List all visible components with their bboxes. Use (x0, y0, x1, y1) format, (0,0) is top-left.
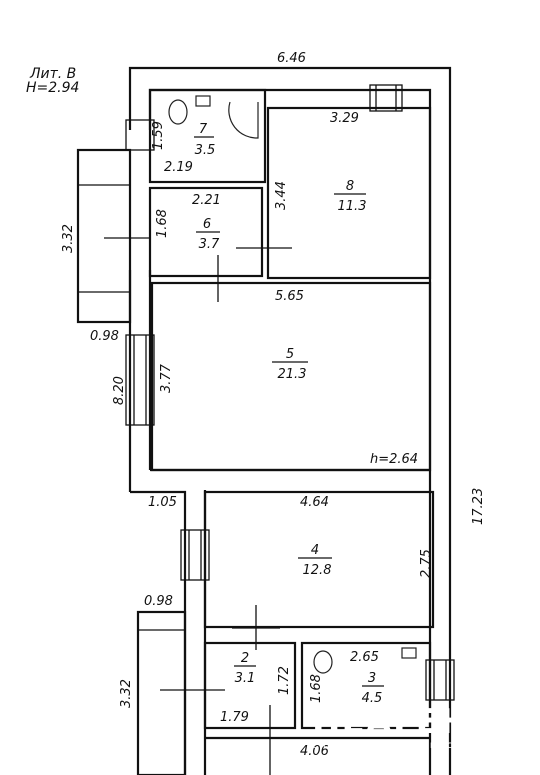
room-5-number: 5 (286, 347, 294, 362)
room-2-number: 2 (241, 651, 249, 666)
room-5-height-note: h=2.64 (370, 452, 418, 467)
room-6: 2.21 6 3.7 1.68 (148, 186, 292, 302)
balcony-top (76, 148, 150, 324)
room-6-area: 3.7 (199, 237, 220, 252)
room-5-dim-width: 5.65 (275, 289, 304, 304)
door-swing-icon (228, 101, 259, 139)
dim-balcony-top-height: 3.32 (61, 224, 76, 253)
room-6-dim-height: 1.68 (155, 209, 170, 238)
room-7: 7 3.5 1.59 2.19 (148, 88, 267, 184)
plan-header-line2: Н=2.94 (26, 80, 79, 96)
room-bottom-partial: 4.06 (205, 736, 430, 759)
dim-left-height: 8.20 (112, 376, 127, 405)
toilet-icon (168, 99, 188, 125)
room-4-area: 12.8 (303, 563, 332, 578)
room-2-dim-height: 1.72 (277, 666, 292, 695)
dim-balcony-top-width: 0.98 (90, 329, 119, 344)
sink-icon (195, 95, 211, 107)
toilet-icon (313, 650, 333, 674)
room-4: 4.64 2.75 4 12.8 (203, 490, 435, 650)
room-4-number: 4 (311, 543, 319, 558)
room-8: 3.29 3.44 8 11.3 (266, 106, 432, 280)
watermark: НЕАГЕНТ система недвижимости (312, 702, 494, 751)
dim-balcony-bottom-height: 3.32 (119, 679, 134, 708)
room-7-area: 3.5 (195, 143, 216, 158)
room-5-area: 21.3 (278, 367, 307, 382)
room-3: 2.65 1.68 3 4.5 (269, 641, 432, 775)
dim-top-width: 6.46 (277, 51, 306, 66)
room-6-dim-width: 2.21 (192, 193, 221, 208)
exterior-dimensions: 6.46 17.23 8.20 3.32 0.98 3.32 0.98 1.05 (61, 51, 486, 708)
room-4-dim-height: 2.75 (419, 549, 434, 578)
room-3-dim-height: 1.68 (309, 674, 324, 703)
room-7-dim-height: 1.59 (151, 121, 166, 150)
room-2-dim-width: 1.79 (220, 710, 249, 725)
dim-balcony-bottom-width: 0.98 (144, 594, 173, 609)
room-bottom-dim-width: 4.06 (300, 744, 329, 759)
watermark-brand: НЕАГЕНТ (312, 702, 494, 742)
room-8-number: 8 (346, 179, 354, 194)
room-3-number: 3 (368, 671, 376, 686)
room-5-dim-height: 3.77 (159, 363, 174, 393)
room-2: 2 3.1 1.72 1.79 (203, 641, 297, 730)
watermark-tagline: система недвижимости (312, 740, 469, 751)
room-8-area: 11.3 (338, 199, 367, 214)
room-3-dim-width: 2.65 (350, 650, 379, 665)
plan-header-line1: Лит. В (29, 66, 76, 82)
room-7-dim-width: 2.19 (164, 160, 193, 175)
sink-icon (401, 647, 417, 659)
room-7-number: 7 (199, 122, 208, 137)
room-2-area: 3.1 (235, 671, 256, 686)
room-5: 5.65 3.77 5 21.3 h=2.64 (150, 281, 432, 472)
room-6-number: 6 (203, 217, 211, 232)
room-3-area: 4.5 (362, 691, 383, 706)
room-8-dim-height: 3.44 (274, 181, 289, 210)
dim-offset: 1.05 (148, 495, 177, 510)
room-4-dim-width: 4.64 (300, 495, 329, 510)
room-8-dim-width: 3.29 (330, 111, 359, 126)
balcony-bottom (136, 610, 225, 775)
dim-right-height: 17.23 (471, 488, 486, 525)
outer-walls (125, 66, 455, 775)
